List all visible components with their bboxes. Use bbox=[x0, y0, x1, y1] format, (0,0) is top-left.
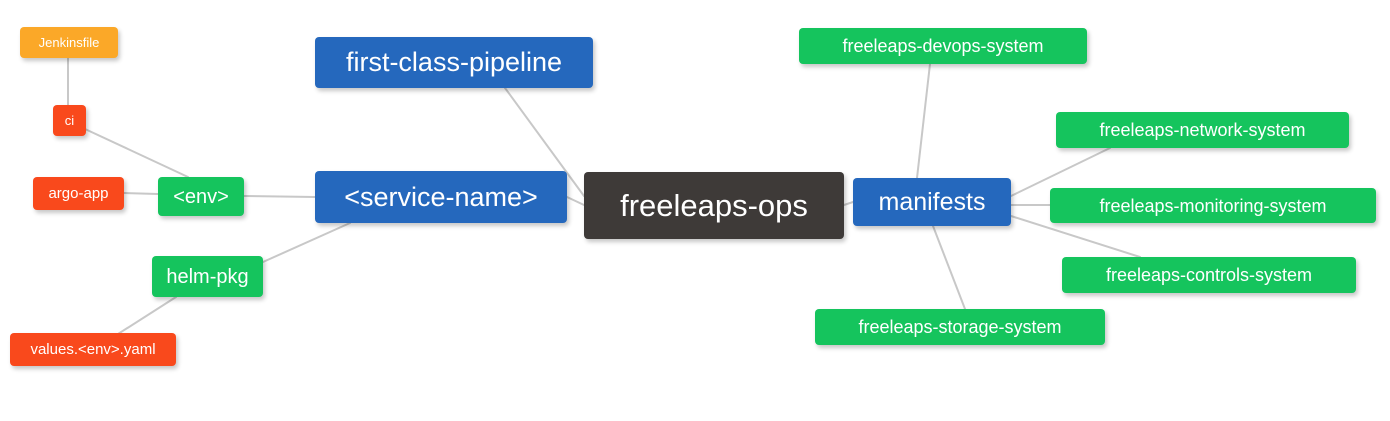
node-freeleaps-network-system[interactable]: freeleaps-network-system bbox=[1056, 112, 1349, 148]
node-manifests[interactable]: manifests bbox=[853, 178, 1011, 226]
node-argo-app[interactable]: argo-app bbox=[33, 177, 124, 210]
node-freeleaps-controls-system[interactable]: freeleaps-controls-system bbox=[1062, 257, 1356, 293]
node-label-freeleaps-network-system: freeleaps-network-system bbox=[1099, 120, 1306, 140]
node-label-jenkinsfile: Jenkinsfile bbox=[38, 35, 100, 50]
edge-manifests-to-freeleaps-controls-system bbox=[1010, 215, 1141, 258]
node-jenkinsfile[interactable]: Jenkinsfile bbox=[20, 27, 118, 58]
node-first-class-pipeline[interactable]: first-class-pipeline bbox=[315, 37, 593, 88]
node-freeleaps-ops[interactable]: freeleaps-ops bbox=[584, 172, 844, 239]
node-label-service-name: <service-name> bbox=[344, 181, 538, 212]
node-label-manifests: manifests bbox=[878, 187, 986, 216]
node-helm-pkg[interactable]: helm-pkg bbox=[152, 256, 263, 297]
node-label-freeleaps-ops: freeleaps-ops bbox=[620, 188, 808, 223]
node-freeleaps-storage-system[interactable]: freeleaps-storage-system bbox=[815, 309, 1105, 345]
edge-helm-pkg-to-values-yaml bbox=[117, 296, 177, 335]
edge-env-to-ci bbox=[84, 128, 189, 178]
node-label-freeleaps-devops-system: freeleaps-devops-system bbox=[842, 36, 1044, 56]
node-label-first-class-pipeline: first-class-pipeline bbox=[345, 47, 563, 77]
edge-service-name-to-env bbox=[243, 195, 316, 198]
node-label-freeleaps-controls-system: freeleaps-controls-system bbox=[1105, 265, 1313, 285]
node-service-name[interactable]: <service-name> bbox=[315, 171, 567, 223]
edge-manifests-to-freeleaps-devops-system bbox=[916, 63, 931, 179]
node-freeleaps-monitoring-system[interactable]: freeleaps-monitoring-system bbox=[1050, 188, 1376, 223]
node-label-argo-app: argo-app bbox=[48, 185, 109, 202]
node-label-helm-pkg: helm-pkg bbox=[166, 265, 249, 288]
edge-freeleaps-ops-to-service-name bbox=[566, 196, 585, 206]
edge-manifests-to-freeleaps-network-system bbox=[1010, 147, 1111, 197]
edge-service-name-to-first-class-pipeline bbox=[504, 87, 585, 197]
node-env[interactable]: <env> bbox=[158, 177, 244, 216]
node-freeleaps-devops-system[interactable]: freeleaps-devops-system bbox=[799, 28, 1087, 64]
node-ci[interactable]: ci bbox=[53, 105, 86, 136]
edge-freeleaps-ops-to-manifests bbox=[843, 201, 854, 206]
node-label-freeleaps-storage-system: freeleaps-storage-system bbox=[858, 317, 1062, 337]
edge-service-name-to-helm-pkg bbox=[262, 222, 351, 263]
edge-env-to-argo-app bbox=[123, 192, 159, 195]
node-label-env: <env> bbox=[173, 185, 229, 208]
node-label-ci: ci bbox=[64, 113, 75, 128]
node-label-freeleaps-monitoring-system: freeleaps-monitoring-system bbox=[1099, 195, 1327, 216]
node-label-values-yaml: values.<env>.yaml bbox=[30, 341, 156, 358]
node-values-yaml[interactable]: values.<env>.yaml bbox=[10, 333, 176, 366]
edge-manifests-to-freeleaps-storage-system bbox=[932, 225, 966, 310]
